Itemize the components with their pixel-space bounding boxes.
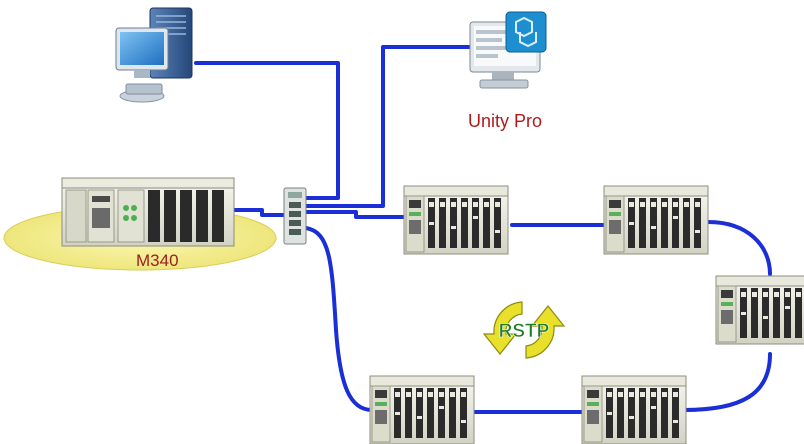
unity-pro-monitor-icon <box>469 11 547 89</box>
network-cables <box>194 45 772 414</box>
plc-bottom-right <box>581 375 687 444</box>
plc-top-left <box>403 185 509 255</box>
cable-workstation <box>194 61 340 200</box>
cable-ring-3 <box>706 220 772 276</box>
plc-bottom-left <box>369 375 475 444</box>
desktop-pc-icon <box>115 7 193 103</box>
software-label: Unity Pro <box>468 111 542 131</box>
controller-label: M340 <box>136 251 179 270</box>
plc-top-right <box>603 185 709 255</box>
cable-m340 <box>232 208 290 217</box>
cable-ring-1 <box>304 210 406 219</box>
rstp-label: RSTP <box>499 321 550 342</box>
cable-unity-pro <box>304 45 472 208</box>
ethernet-switch-icon <box>283 187 307 245</box>
cable-ring-6 <box>304 226 374 412</box>
plc-right <box>715 275 804 345</box>
m340-controller-icon <box>61 177 235 247</box>
cable-ring-4 <box>682 352 772 412</box>
